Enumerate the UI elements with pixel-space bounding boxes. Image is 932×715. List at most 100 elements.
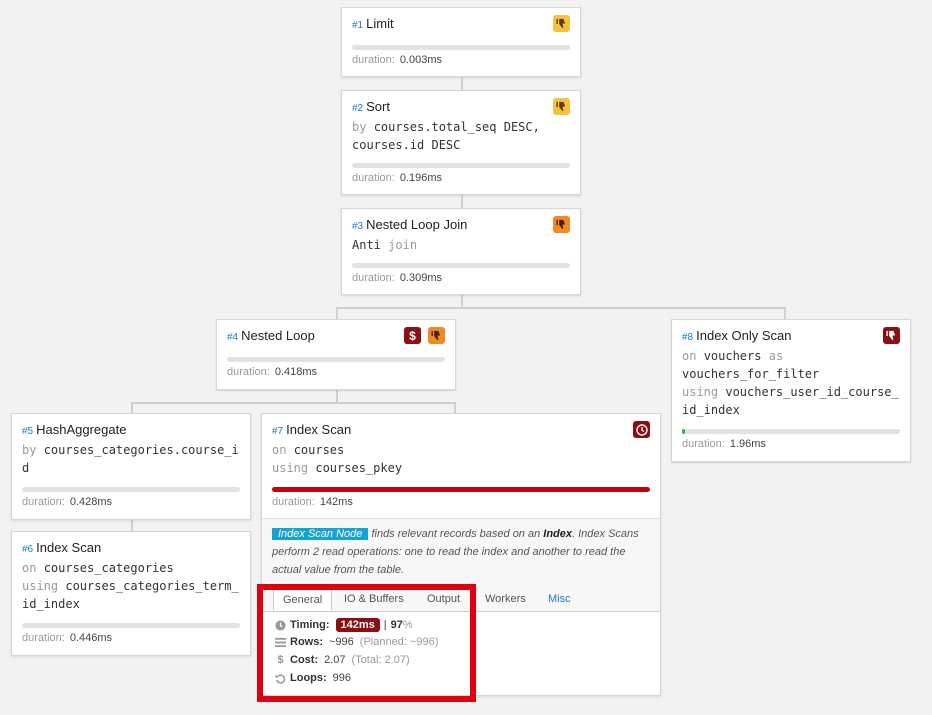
duration: duration:0.196ms — [352, 172, 442, 184]
stat-label: Loops: — [290, 672, 327, 684]
node-detail: Anti join — [352, 236, 417, 254]
node-detail: by courses.total_seq DESC, courses.id DE… — [352, 118, 540, 154]
rows-value: ~996 — [329, 636, 354, 648]
connector — [784, 307, 786, 320]
percent-unit: % — [402, 619, 413, 631]
duration-value: 0.446ms — [69, 632, 113, 644]
thumbs-down-icon — [883, 327, 900, 344]
keyword: by — [352, 120, 367, 134]
detail-text: courses_categories_term_ — [65, 579, 239, 593]
rows-planned: (Planned: ~996) — [359, 636, 439, 648]
node-number: #7 — [272, 426, 284, 437]
duration-label: duration: — [272, 496, 315, 508]
connector — [454, 402, 456, 414]
duration-bar — [682, 429, 900, 434]
duration-value: 0.418ms — [274, 366, 318, 378]
info-text: finds relevant records based on an — [368, 528, 544, 540]
connector — [461, 76, 463, 91]
duration-label: duration: — [22, 632, 65, 644]
duration-value: 0.196ms — [399, 172, 443, 184]
node-number: #6 — [22, 544, 34, 555]
tabs-divider — [262, 611, 660, 612]
node-number: #8 — [682, 332, 694, 343]
keyword: using — [22, 579, 59, 593]
cost-value: 2.07 — [324, 654, 346, 666]
detail-text: courses — [293, 443, 345, 457]
duration: duration: 142ms — [272, 496, 353, 508]
connector — [461, 194, 463, 208]
connector — [336, 389, 338, 403]
clock-icon — [633, 421, 650, 438]
duration-label: duration: — [682, 438, 725, 450]
timing-value: 142ms — [335, 618, 380, 632]
stat-timing: Timing: 142ms | 97% — [275, 618, 413, 632]
duration-bar — [352, 45, 570, 50]
tab-workers[interactable]: Workers — [485, 593, 526, 605]
detail-tabs: General IO & Buffers Output Workers Misc — [262, 587, 660, 612]
duration: duration:0.418ms — [227, 366, 317, 378]
node-number: #5 — [22, 426, 34, 437]
node-name: Sort — [366, 99, 390, 114]
detail-text: vouchers_user_id_course_ — [725, 385, 899, 399]
duration-value: 0.309ms — [399, 272, 443, 284]
loops-value: 996 — [332, 672, 352, 684]
duration: duration: 0.309ms — [352, 272, 442, 284]
stat-label: Cost: — [290, 654, 319, 666]
node-name: Index Scan — [36, 540, 102, 555]
detail-text: courses_categories — [43, 561, 174, 575]
duration-value: 1.96ms — [729, 438, 766, 450]
duration: duration: 0.003ms — [352, 54, 442, 66]
node-info-text: Index Scan Node finds relevant records b… — [272, 525, 657, 579]
detail-text: courses_categories.course_i — [43, 443, 239, 457]
dollar-icon: $ — [404, 327, 421, 344]
tab-io-buffers[interactable]: IO & Buffers — [344, 593, 404, 605]
duration-bar — [272, 487, 650, 492]
duration-bar — [352, 263, 570, 268]
duration-bar — [352, 163, 570, 168]
thumbs-down-icon — [428, 327, 445, 344]
detail-text: courses.id DESC — [352, 138, 461, 152]
tab-output[interactable]: Output — [427, 593, 461, 605]
duration-bar — [22, 487, 240, 492]
node-detail: by courses_categories.course_i d — [22, 441, 239, 477]
duration-label: duration: — [352, 54, 395, 66]
node-name: Nested Loop — [241, 328, 315, 343]
duration-value: 0.428ms — [69, 496, 113, 508]
detail-text: courses.total_seq DESC, — [373, 120, 540, 134]
stat-label: Rows: — [290, 636, 323, 648]
node-number: #3 — [352, 221, 364, 232]
node-name: Index Only Scan — [696, 328, 792, 343]
keyword: on — [272, 443, 287, 457]
connector — [131, 519, 133, 532]
duration-value: 142ms — [319, 496, 353, 508]
node-name: Limit — [366, 16, 394, 31]
stat-label: Timing: — [290, 619, 330, 631]
thumbs-down-icon — [553, 15, 570, 32]
stat-loops: Loops: 996 — [275, 672, 351, 684]
detail-text: id_index — [682, 403, 740, 417]
tab-misc[interactable]: Misc — [548, 593, 571, 605]
detail-text: id_index — [22, 597, 80, 611]
dollar-icon: $ — [277, 654, 284, 666]
duration-value: 0.003ms — [399, 54, 443, 66]
stat-rows: Rows: ~996 (Planned: ~996) — [275, 636, 438, 648]
duration: duration: 1.96ms — [682, 438, 766, 450]
connector — [131, 402, 133, 414]
duration-label: duration: — [352, 272, 395, 284]
node-detail: on courses using courses_pkey — [272, 441, 402, 477]
duration-bar — [22, 623, 240, 628]
connector — [336, 307, 786, 309]
clock-icon — [275, 619, 286, 631]
